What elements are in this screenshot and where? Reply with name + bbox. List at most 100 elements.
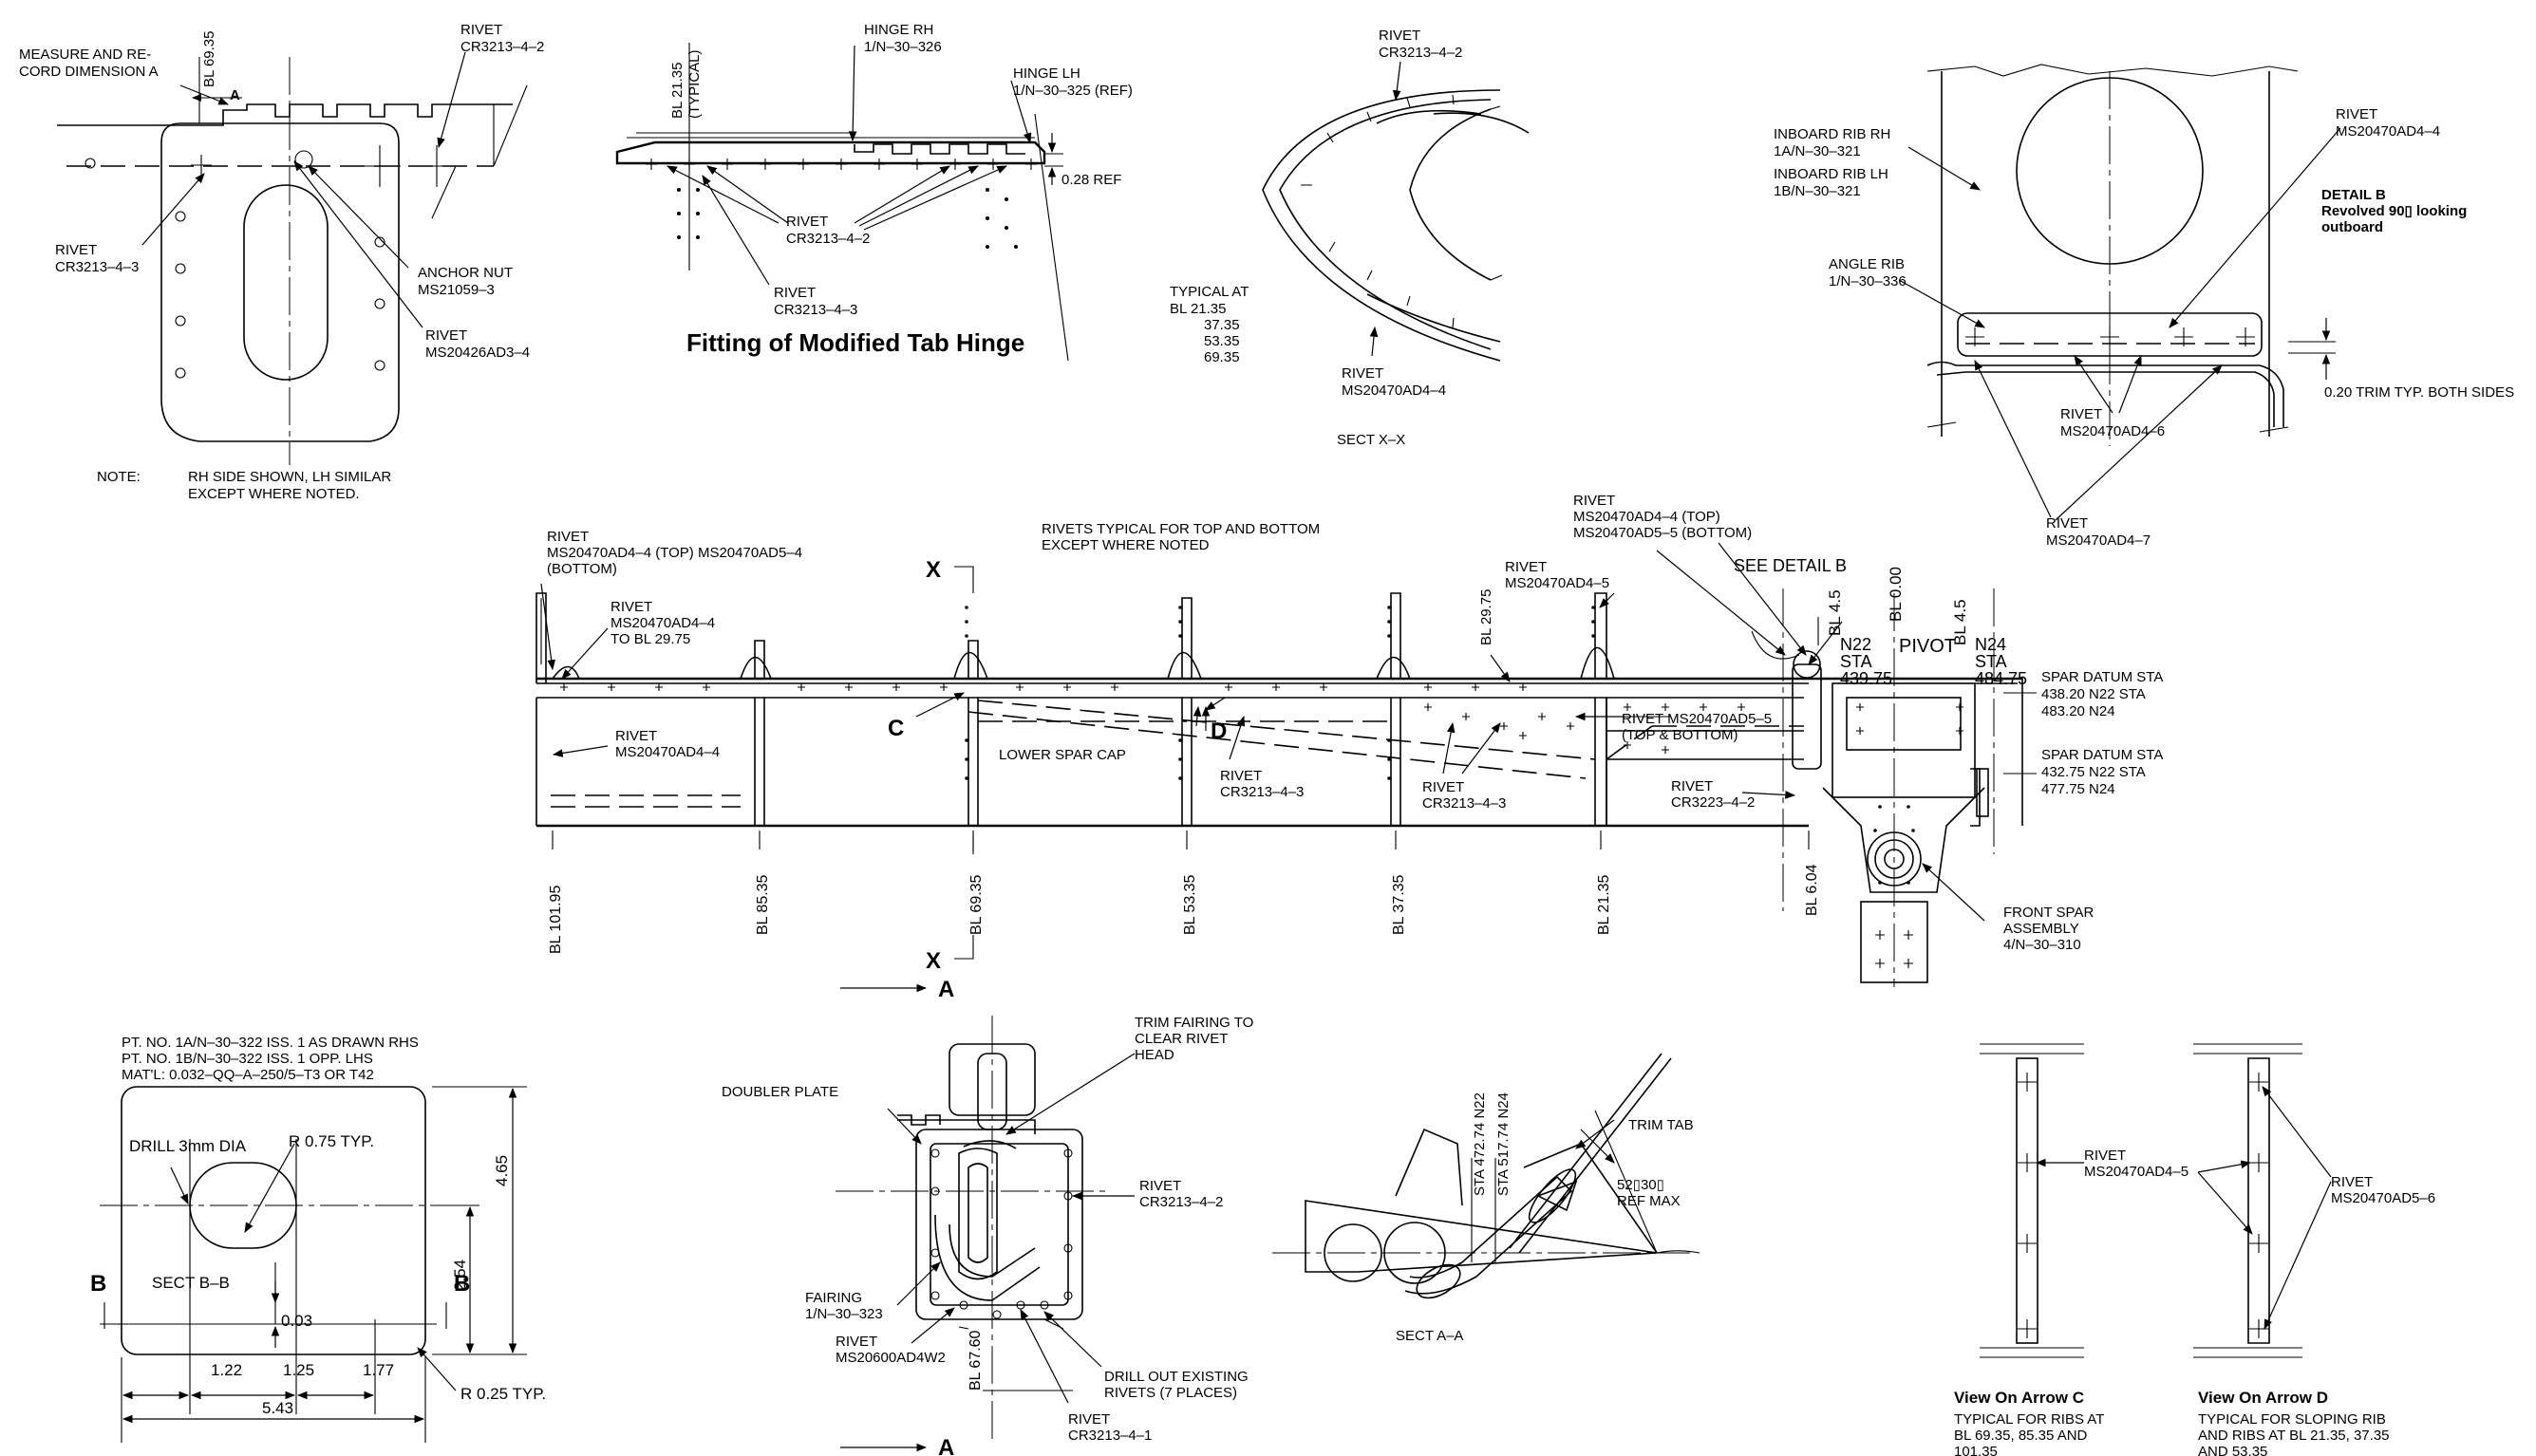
arrow-d-marker: D — [1211, 719, 1227, 744]
rivet-ad5-5-label: RIVET MS20470AD5–5(TOP & BOTTOM) — [1622, 711, 1772, 743]
r025-label: R 0.25 TYP. — [460, 1385, 546, 1403]
xx-bl-list-4: 69.35 — [1204, 349, 1240, 365]
note-label: NOTE: — [97, 469, 141, 485]
flat-plate-view: PT. NO. 1A/N–30–322 ISS. 1 AS DRAWN RHS … — [90, 1035, 546, 1443]
hinge-title: Fitting of Modified Tab Hinge — [686, 328, 1024, 357]
dim-0-03: 0.03 — [281, 1312, 312, 1330]
xx-bl-list-3: 53.35 — [1204, 333, 1240, 349]
pivot-label: PIVOT — [1899, 636, 1956, 657]
top-left-plate-view: BL 69.35 MEASURE AND RE- CORD DIMENSION … — [19, 22, 544, 502]
doubler-plate-label: DOUBLER PLATE — [722, 1084, 838, 1100]
xx-title: SECT X–X — [1337, 432, 1405, 448]
section-b-right-marker: B — [454, 1271, 470, 1297]
hinge-rivets — [646, 159, 1037, 249]
view-c-title: View On Arrow C — [1954, 1389, 2084, 1407]
part-number-1: PT. NO. 1A/N–30–322 ISS. 1 AS DRAWN RHS — [122, 1035, 419, 1051]
plate-plus-markers — [191, 145, 458, 187]
measure-note-line1: MEASURE AND RE- — [19, 47, 151, 63]
section-aa-view: STA 472.74 N22 STA 517.74 N24 TRIM TAB 5… — [1272, 1053, 1700, 1344]
material-spec: MAT'L: 0.032–QQ–A–250/5–T3 OR T42 — [122, 1067, 374, 1083]
bl-37-35-label: BL 37.35 — [1391, 874, 1407, 935]
bl-101-95-label: BL 101.95 — [548, 886, 564, 954]
bl-4-5-b-label: BL 4.5 — [1951, 599, 1969, 645]
sect-aa-title: SECT A–A — [1396, 1328, 1463, 1344]
section-b-left-marker: B — [90, 1271, 106, 1297]
measure-note-line2: CORD DIMENSION A — [19, 64, 159, 80]
view-a-bottom-marker: A — [938, 1435, 954, 1456]
dim-4-65: 4.65 — [493, 1155, 511, 1186]
sta-517-74-label: STA 517.74 N24 — [1495, 1092, 1512, 1196]
r075-label: R 0.75 TYP. — [289, 1132, 374, 1150]
bl-0-00-label: BL 0.00 — [1887, 567, 1905, 622]
bl-29-75-label: BL 29.75 — [1478, 589, 1494, 646]
bl-21-35-label: BL 21.35 — [1596, 874, 1612, 935]
sect-bb-label: SECT B–B — [152, 1274, 230, 1292]
part-number-2: PT. NO. 1B/N–30–322 ISS. 1 OPP. LHS — [122, 1051, 373, 1067]
plate-holes — [85, 150, 385, 379]
xx-bl-list-1: BL 21.35 — [1170, 301, 1227, 317]
bl-53-35-label: BL 53.35 — [1182, 874, 1198, 935]
section-x-top-marker: X — [926, 557, 941, 583]
dim-2-54: 2.54 — [451, 1260, 469, 1291]
lower-spar-cap-label: LOWER SPAR CAP — [999, 747, 1126, 763]
fairing-holes — [930, 1148, 1073, 1319]
dimension-a-label: A — [230, 87, 240, 103]
section-x-bottom-marker: X — [926, 948, 941, 974]
bl-85-35-label: BL 85.35 — [755, 874, 771, 935]
dim-1-77: 1.77 — [363, 1361, 394, 1379]
view-a-top-marker: A — [938, 977, 954, 1002]
dim-1-25: 1.25 — [283, 1361, 314, 1379]
top-left-bl-label: BL 69.35 — [201, 31, 217, 88]
sta-472-74-label: STA 472.74 N22 — [1472, 1092, 1488, 1196]
xx-rivet-ticks — [1301, 94, 1455, 328]
bl-4-5-a-label: BL 4.5 — [1826, 589, 1844, 636]
drill-3mm-label: DRILL 3mm DIA — [129, 1137, 247, 1155]
trim-both-sides-label: 0.20 TRIM TYP. BOTH SIDES — [2324, 384, 2514, 401]
